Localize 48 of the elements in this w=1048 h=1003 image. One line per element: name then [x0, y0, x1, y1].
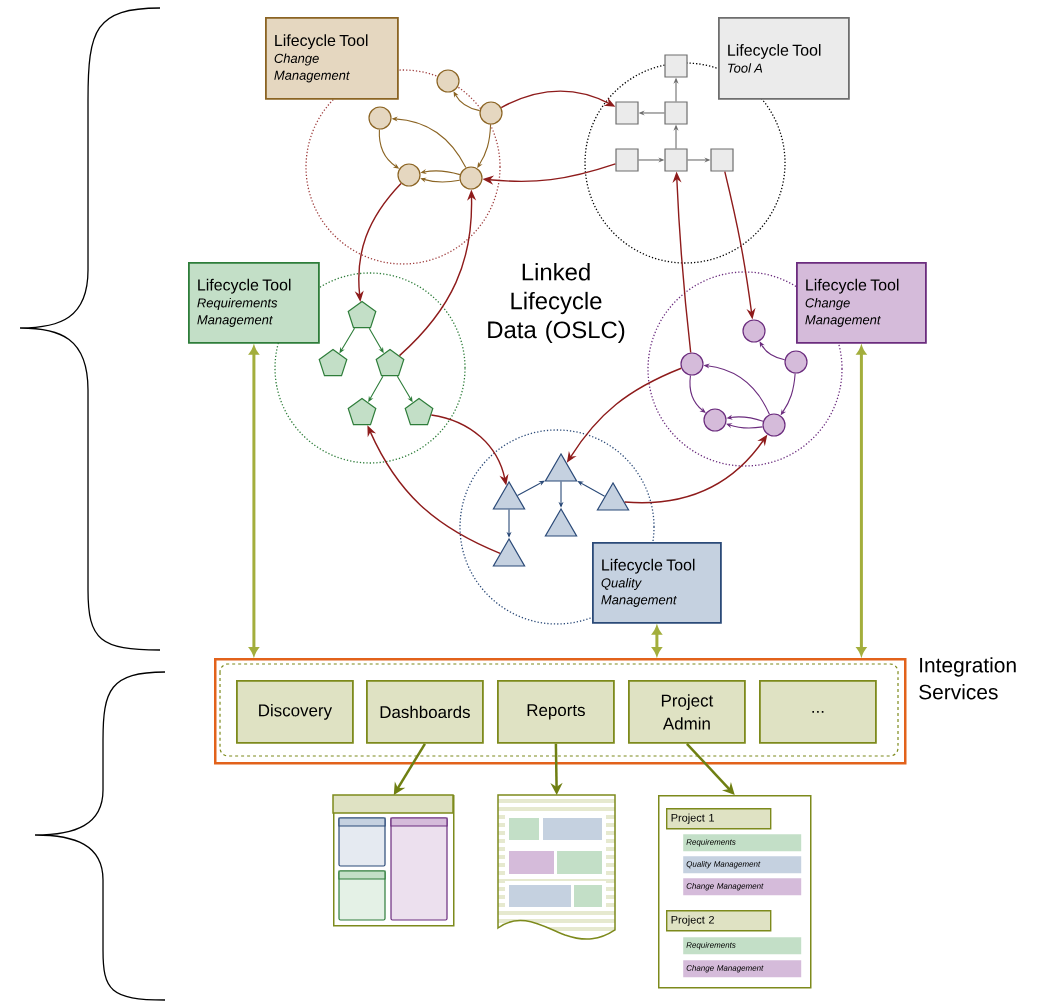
circle-node — [397, 163, 421, 187]
circle-node — [459, 166, 483, 190]
pentagon-node — [404, 397, 434, 426]
arrow — [516, 480, 545, 496]
group-label: Integration Services — [919, 657, 1016, 700]
circle-node — [680, 352, 704, 376]
circle-node — [436, 69, 460, 93]
tool-box: Lifecycle Tool Requirements Management — [188, 262, 320, 344]
arrow — [726, 423, 764, 429]
square-node — [664, 148, 688, 172]
project-box: Project 1 — [666, 808, 772, 830]
double-arrow — [856, 345, 867, 656]
circle-node — [368, 106, 392, 130]
arrow — [420, 177, 461, 183]
tool-box: Lifecycle Tool Quality Management — [592, 542, 722, 624]
project-box: Project 2 — [666, 910, 772, 932]
arrow — [393, 743, 426, 795]
square-node — [664, 54, 688, 78]
arrow — [759, 341, 786, 361]
square-node — [615, 148, 639, 172]
tool-box: Lifecycle Tool Change Management — [796, 262, 927, 344]
double-arrow — [652, 625, 662, 656]
circle-node — [703, 408, 727, 432]
pentagon-node — [347, 300, 377, 329]
tool-box: Lifecycle Tool Tool A — [718, 17, 850, 100]
service-box: Reports — [497, 680, 615, 744]
arrow — [689, 374, 706, 413]
arrow — [453, 91, 481, 112]
circle-node — [742, 319, 766, 343]
tool-box: Lifecycle Tool Change Management — [265, 17, 399, 100]
report-drawing — [497, 794, 616, 940]
pentagon-node — [318, 348, 348, 377]
square-node — [615, 101, 639, 125]
circle-node — [762, 413, 786, 437]
square-node — [710, 148, 734, 172]
service-box: Project Admin — [628, 680, 746, 744]
service-box: ... — [759, 680, 877, 744]
circle-node — [479, 101, 503, 125]
service-box: Dashboards — [366, 680, 484, 744]
circle-node — [784, 350, 808, 374]
dashboard-drawing — [332, 794, 455, 927]
arrow — [686, 742, 735, 795]
service-box: Discovery — [236, 680, 354, 744]
square-node — [664, 101, 688, 125]
double-arrow — [249, 345, 259, 656]
pentagon-node — [347, 397, 377, 426]
pentagon-node — [375, 348, 405, 377]
center-label: Linked Lifecycle Data (OSLC) — [488, 262, 625, 343]
